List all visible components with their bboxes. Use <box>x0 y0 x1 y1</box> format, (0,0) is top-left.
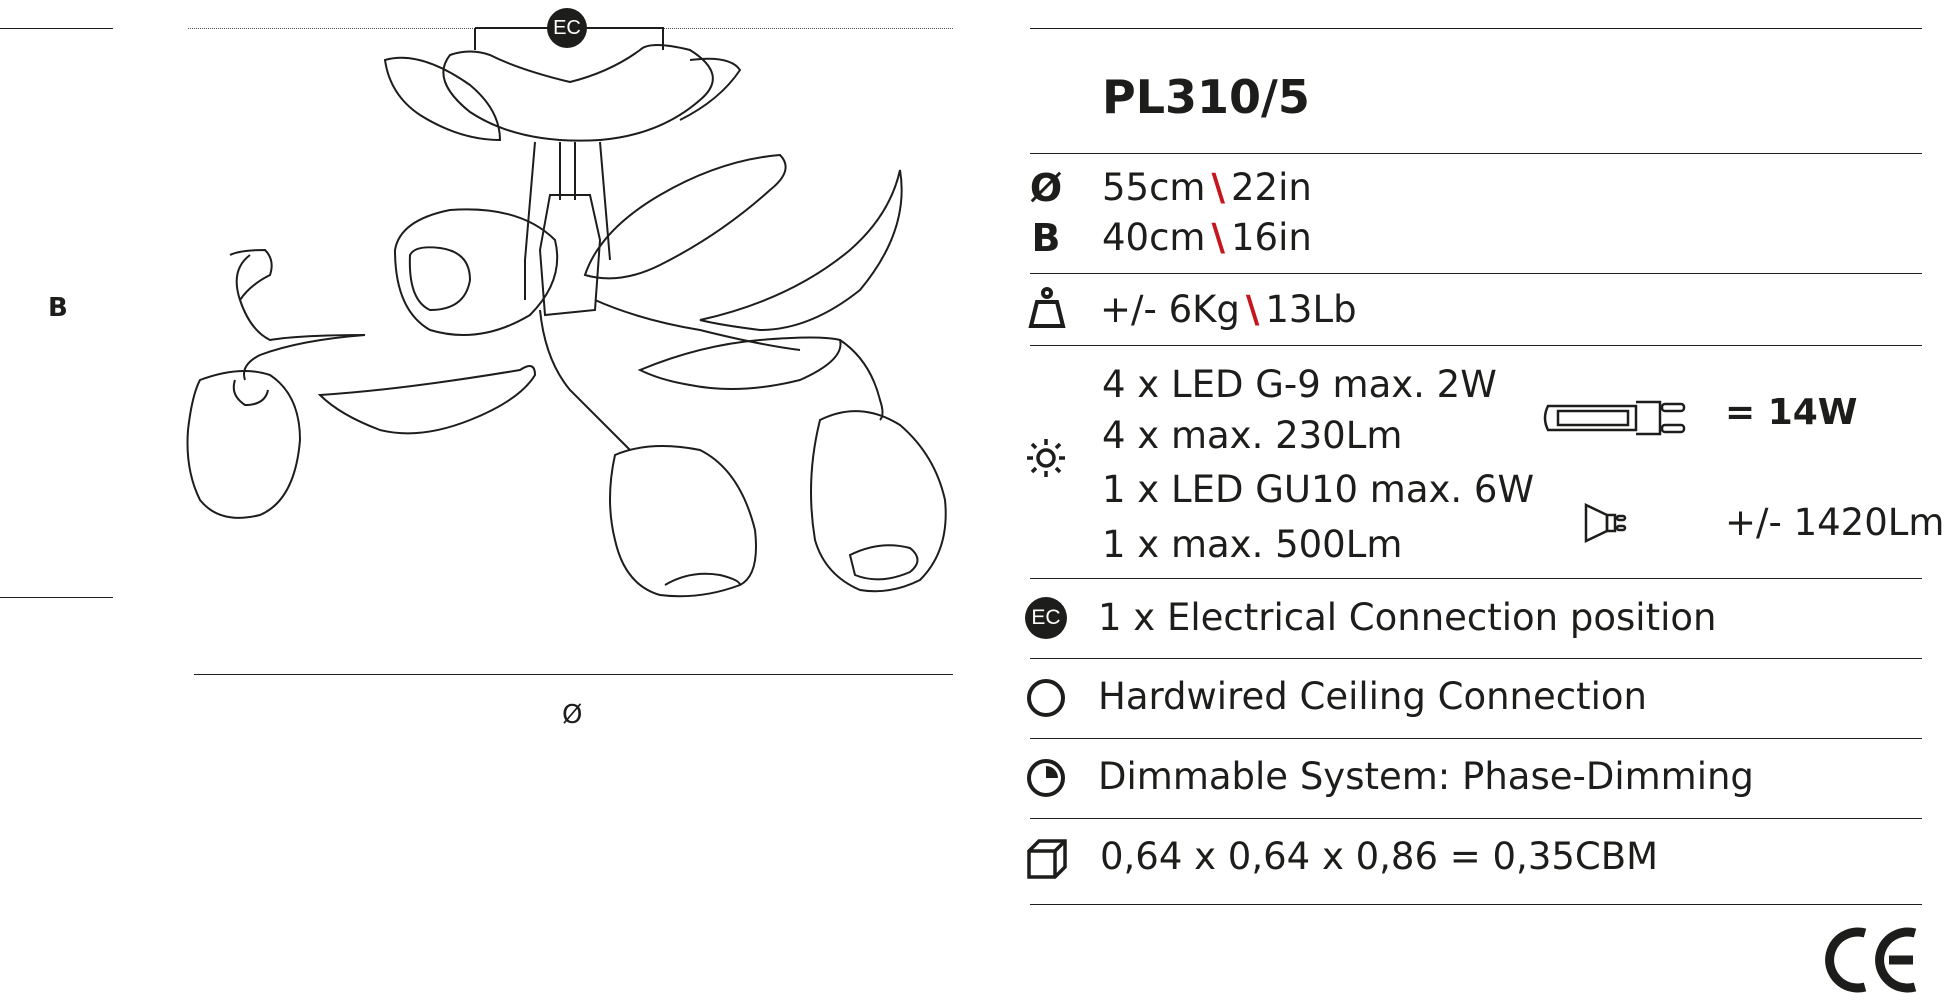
table-top-line <box>1030 28 1922 29</box>
divider-4 <box>1030 578 1922 579</box>
bulb-sun-icon <box>1027 439 1065 477</box>
g9-bulb-icon <box>1543 400 1686 436</box>
weight-lb: 13Lb <box>1265 288 1357 331</box>
dimmer-icon <box>1027 759 1065 797</box>
weight-icon <box>1028 287 1066 328</box>
lamp-drawing <box>186 27 947 598</box>
height-value: 40cm\16in <box>1102 216 1312 260</box>
ce-mark-icon <box>1825 927 1917 993</box>
separator: \ <box>1245 288 1260 331</box>
height-symbol: B <box>1031 216 1061 260</box>
diameter-line <box>194 674 953 675</box>
ec-badge-drawing: EC <box>547 8 587 48</box>
lighting-line-1: 4 x LED G-9 max. 2W <box>1102 363 1497 406</box>
divider-3 <box>1030 345 1922 346</box>
divider-7 <box>1030 818 1922 819</box>
divider-6 <box>1030 738 1922 739</box>
weight-kg: +/- 6Kg <box>1100 288 1240 331</box>
ce-mark-label: CE <box>1825 925 1826 926</box>
weight-value: +/- 6Kg\13Lb <box>1100 288 1357 332</box>
diameter-in: 22in <box>1230 166 1312 209</box>
height-label: B <box>48 293 68 323</box>
diameter-value: 55cm\22in <box>1102 166 1312 210</box>
height-top-line <box>0 28 113 29</box>
total-power: = 14W <box>1725 392 1858 433</box>
diameter-label: Ø <box>562 700 583 730</box>
gu10-bulb-icon <box>1584 503 1627 543</box>
height-in: 16in <box>1230 216 1312 259</box>
diameter-cm: 55cm <box>1102 166 1206 209</box>
box-icon <box>1027 839 1067 879</box>
lighting-line-4: 1 x max. 500Lm <box>1102 523 1403 566</box>
electrical-connection: 1 x Electrical Connection position <box>1098 596 1717 639</box>
total-lumen: +/- 1420Lm <box>1725 501 1944 544</box>
divider-1 <box>1030 153 1922 154</box>
height-bottom-line <box>0 597 113 598</box>
lighting-line-2: 4 x max. 230Lm <box>1102 414 1403 457</box>
height-cm: 40cm <box>1102 216 1206 259</box>
hardwired-circle-icon <box>1027 679 1065 717</box>
packaging-volume: 0,64 x 0,64 x 0,86 = 0,35CBM <box>1100 835 1659 878</box>
diameter-symbol: Ø <box>1029 166 1063 210</box>
hardwired-connection: Hardwired Ceiling Connection <box>1098 675 1647 718</box>
divider-5 <box>1030 658 1922 659</box>
product-model: PL310/5 <box>1102 70 1310 124</box>
divider-2 <box>1030 273 1922 274</box>
dimmable-system: Dimmable System: Phase-Dimming <box>1098 755 1754 798</box>
ec-badge-icon: EC <box>1025 597 1067 639</box>
separator: \ <box>1211 216 1225 259</box>
separator: \ <box>1211 166 1225 209</box>
lighting-line-3: 1 x LED GU10 max. 6W <box>1102 468 1535 511</box>
divider-8 <box>1030 904 1922 905</box>
